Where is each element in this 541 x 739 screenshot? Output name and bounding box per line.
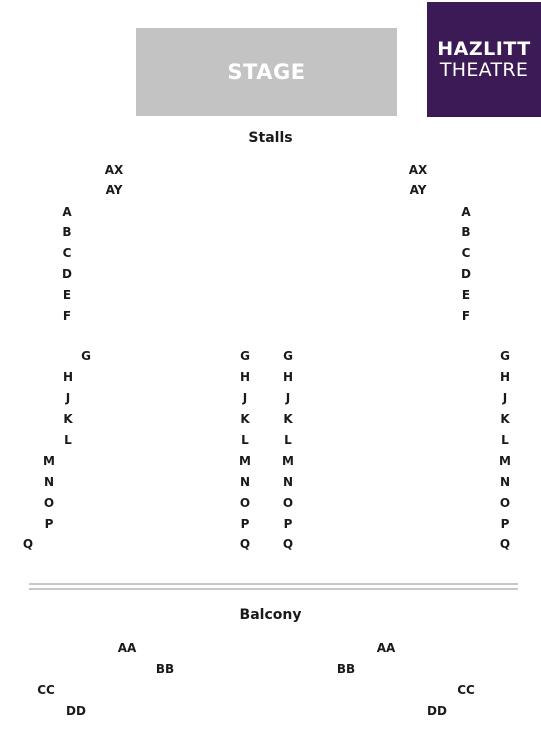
row-label-d-right: D bbox=[461, 267, 471, 281]
row-label-aa-right: AA bbox=[376, 641, 396, 655]
stage-block: STAGE bbox=[136, 28, 397, 116]
row-label-p-col1: P bbox=[44, 517, 54, 531]
row-label-c-left: C bbox=[62, 246, 72, 260]
row-label-bb-right: BB bbox=[336, 662, 356, 676]
row-label-p-col4: P bbox=[500, 517, 510, 531]
section-divider-top bbox=[29, 583, 518, 585]
balcony-title: Balcony bbox=[239, 607, 302, 623]
row-label-h-col2: H bbox=[239, 370, 251, 384]
section-divider-bottom bbox=[29, 588, 518, 590]
row-label-l-col4: L bbox=[501, 433, 509, 447]
row-label-b-left: B bbox=[62, 225, 72, 239]
row-label-b-right: B bbox=[461, 225, 471, 239]
row-label-q-col1: Q bbox=[22, 537, 34, 551]
row-label-k-col4: K bbox=[500, 412, 510, 426]
row-label-c-right: C bbox=[461, 246, 471, 260]
row-label-a-left: A bbox=[62, 205, 72, 219]
row-label-q-col2: Q bbox=[239, 537, 251, 551]
row-label-m-col2: M bbox=[239, 454, 251, 468]
row-label-p-col3: P bbox=[283, 517, 293, 531]
row-label-f-right: F bbox=[461, 309, 471, 323]
row-label-h-col1: H bbox=[62, 370, 74, 384]
row-label-j-col1: J bbox=[65, 391, 71, 405]
row-label-n-col4: N bbox=[499, 475, 511, 489]
row-label-dd-left: DD bbox=[66, 704, 86, 718]
row-label-l-col1: L bbox=[64, 433, 72, 447]
row-label-l-col2: L bbox=[241, 433, 249, 447]
row-label-o-col2: O bbox=[239, 496, 251, 510]
hazlitt-theatre-logo: HAZLITT THEATRE bbox=[427, 2, 541, 117]
row-label-f-left: F bbox=[62, 309, 72, 323]
row-label-m-col1: M bbox=[43, 454, 55, 468]
row-label-cc-left: CC bbox=[37, 683, 55, 697]
row-label-k-col3: K bbox=[283, 412, 293, 426]
row-label-h-col3: H bbox=[282, 370, 294, 384]
row-label-n-col3: N bbox=[282, 475, 294, 489]
row-label-m-col4: M bbox=[499, 454, 511, 468]
row-label-g-col1: G bbox=[81, 349, 91, 363]
row-label-h-col4: H bbox=[499, 370, 511, 384]
row-label-bb-left: BB bbox=[155, 662, 175, 676]
row-label-e-right: E bbox=[461, 288, 471, 302]
logo-line-1: HAZLITT bbox=[437, 37, 531, 60]
row-label-q-col4: Q bbox=[499, 537, 511, 551]
row-label-g-col4: G bbox=[500, 349, 510, 363]
row-label-g-col3: G bbox=[283, 349, 293, 363]
row-label-ax-right: AX bbox=[408, 163, 428, 177]
row-label-dd-right: DD bbox=[427, 704, 447, 718]
stalls-title: Stalls bbox=[248, 130, 293, 146]
row-label-ay-left: AY bbox=[105, 183, 123, 197]
logo-line-2: THEATRE bbox=[439, 58, 529, 81]
row-label-cc-right: CC bbox=[457, 683, 475, 697]
row-label-d-left: D bbox=[62, 267, 72, 281]
row-label-o-col4: O bbox=[499, 496, 511, 510]
row-label-p-col2: P bbox=[240, 517, 250, 531]
row-label-ay-right: AY bbox=[409, 183, 427, 197]
row-label-e-left: E bbox=[62, 288, 72, 302]
stage-label: STAGE bbox=[227, 60, 306, 84]
row-label-aa-left: AA bbox=[117, 641, 137, 655]
row-label-j-col2: J bbox=[242, 391, 248, 405]
row-label-k-col1: K bbox=[63, 412, 73, 426]
row-label-n-col2: N bbox=[239, 475, 251, 489]
row-label-j-col3: J bbox=[285, 391, 291, 405]
row-label-o-col1: O bbox=[43, 496, 55, 510]
row-label-a-right: A bbox=[461, 205, 471, 219]
row-label-m-col3: M bbox=[282, 454, 294, 468]
row-label-k-col2: K bbox=[240, 412, 250, 426]
row-label-j-col4: J bbox=[502, 391, 508, 405]
row-label-ax-left: AX bbox=[104, 163, 124, 177]
row-label-o-col3: O bbox=[282, 496, 294, 510]
row-label-n-col1: N bbox=[43, 475, 55, 489]
row-label-q-col3: Q bbox=[282, 537, 294, 551]
row-label-g-col2: G bbox=[240, 349, 250, 363]
row-label-l-col3: L bbox=[284, 433, 292, 447]
